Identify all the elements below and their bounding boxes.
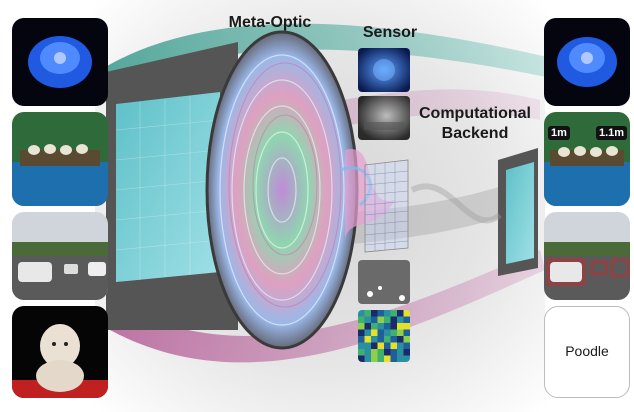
output-classification-card: Poodle bbox=[544, 306, 630, 398]
classification-label: Poodle bbox=[565, 343, 609, 359]
depth-label-far: 1.1m bbox=[596, 126, 628, 140]
teal-beam bbox=[100, 23, 560, 95]
meta-optic-label: Meta-Optic bbox=[228, 14, 312, 31]
sensor-tile-cars bbox=[358, 260, 410, 304]
magenta-beam-bottom bbox=[110, 250, 545, 363]
sensor-tile-heatmap bbox=[358, 310, 410, 362]
input-image-dog bbox=[12, 306, 108, 398]
sensor-tile-flower bbox=[358, 48, 410, 92]
output-image-depth: 1m 1.1m bbox=[544, 112, 630, 206]
sensor-label: Sensor bbox=[362, 24, 418, 41]
depth-label-near: 1m bbox=[548, 126, 570, 140]
input-image-ducks bbox=[12, 112, 108, 206]
input-screen bbox=[116, 92, 220, 282]
sensor-plane bbox=[364, 159, 409, 253]
computational-backend-label: Computational Backend bbox=[419, 105, 531, 142]
output-image-detection bbox=[544, 212, 630, 300]
input-image-cars bbox=[12, 212, 108, 300]
backend-panel-screen bbox=[506, 162, 534, 264]
sensor-tile-landscape bbox=[358, 96, 410, 140]
output-image-flower bbox=[544, 18, 630, 106]
input-image-flower bbox=[12, 18, 108, 106]
